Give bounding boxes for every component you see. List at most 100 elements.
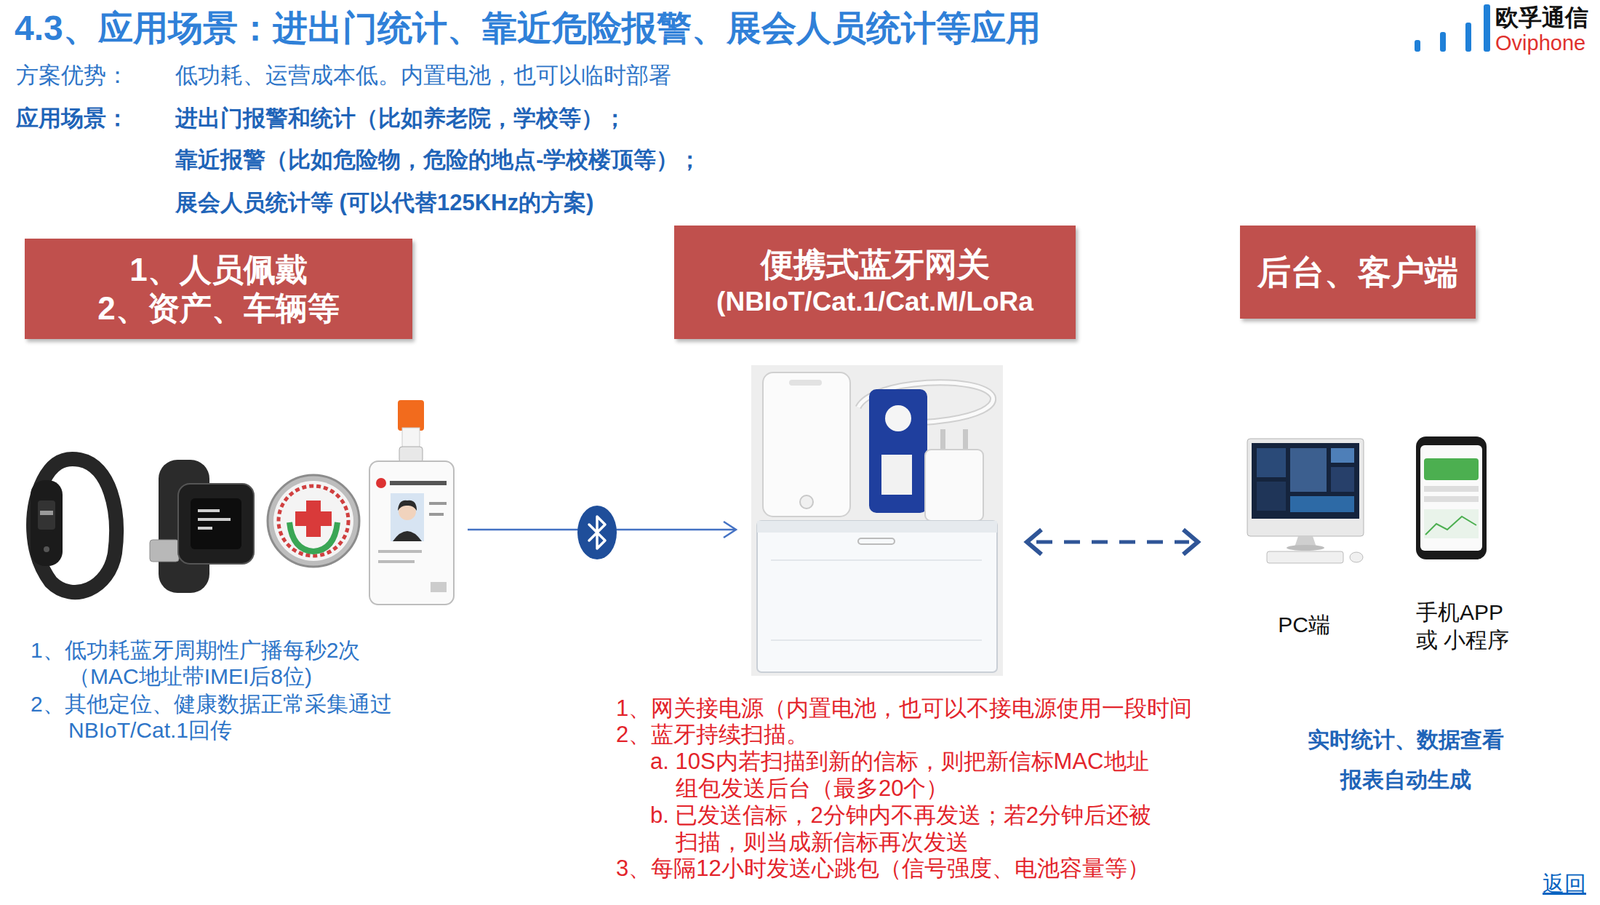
pc-monitor bbox=[1247, 438, 1364, 563]
gateway-note: a. 10S内若扫描到新的信标，则把新信标MAC地址 组包发送后台（最多20个） bbox=[650, 748, 1214, 802]
pc-monitor-part bbox=[1290, 448, 1327, 492]
dashed-double-arrow-part bbox=[1183, 529, 1198, 555]
id-card-part bbox=[397, 400, 424, 431]
gateway-photo-part bbox=[925, 449, 984, 521]
gateway-header-box: 便携式蓝牙网关(NBIoT/Cat.1/Cat.M/LoRa bbox=[674, 225, 1076, 339]
pc-monitor-part bbox=[1286, 544, 1325, 551]
id-card-part bbox=[378, 549, 422, 553]
device-note: 1、低功耗蓝牙周期性广播每秒2次 （MAC地址带IMEI后8位) bbox=[30, 637, 447, 690]
pc-monitor-part bbox=[1349, 552, 1363, 563]
gateway-photo-part bbox=[770, 639, 982, 641]
id-card-part bbox=[430, 581, 447, 592]
mobile-phone-part bbox=[1425, 516, 1477, 535]
logo-bars-part bbox=[1483, 4, 1491, 52]
gateway-photo-part bbox=[962, 429, 968, 451]
smart-watch-part bbox=[178, 483, 254, 564]
gateway-photo bbox=[751, 365, 1003, 676]
pc-monitor-part bbox=[1251, 442, 1360, 519]
id-card-part bbox=[397, 500, 417, 511]
gateway-note: 2、蓝牙持续扫描。 bbox=[616, 721, 809, 749]
gateway-note: 1、网关接电源（内置电池，也可以不接电源使用一段时间 bbox=[616, 695, 1192, 723]
bluetooth-icon-part bbox=[577, 505, 617, 560]
gateway-photo-part bbox=[751, 365, 1003, 676]
pc-monitor-part bbox=[1290, 496, 1355, 512]
section-text: 进出门报警和统计（比如养老院，学校等）； bbox=[175, 104, 627, 134]
feature-text: 报表自动生成 bbox=[1274, 765, 1537, 794]
fitness-band-part bbox=[33, 458, 117, 592]
smart-watch-part bbox=[197, 526, 213, 530]
id-card-part bbox=[378, 560, 415, 563]
dashed-double-arrow bbox=[1026, 529, 1198, 555]
gateway-photo-part bbox=[757, 520, 998, 533]
gateway-note: 3、每隔12小时发送心跳包（信号强度、电池容量等） bbox=[616, 855, 1150, 883]
bluetooth-icon bbox=[577, 505, 617, 560]
gateway-photo-part bbox=[757, 520, 998, 672]
bluetooth-icon-part bbox=[589, 516, 606, 549]
logo-bars-part bbox=[1414, 40, 1421, 52]
pc-monitor-part bbox=[1330, 448, 1355, 463]
gateway-photo-part bbox=[869, 389, 928, 513]
pc-monitor-part bbox=[1266, 551, 1344, 563]
pc-monitor-part bbox=[1247, 438, 1364, 536]
gateway-photo-part bbox=[885, 405, 912, 432]
gateway-photo-part bbox=[858, 538, 895, 544]
section-label: 方案优势： bbox=[16, 61, 129, 91]
gateway-photo-part bbox=[762, 372, 851, 517]
gateway-photo-part bbox=[881, 454, 912, 495]
mobile-phone-part bbox=[1424, 496, 1479, 502]
mobile-phone-part bbox=[1424, 509, 1479, 539]
logo-text: 欧孚通信 bbox=[1495, 2, 1589, 32]
health-badge-part bbox=[273, 480, 354, 561]
logo-bars-part bbox=[1440, 32, 1446, 52]
smart-watch-part bbox=[190, 498, 242, 550]
id-card-part bbox=[389, 480, 447, 486]
gateway-photo-part bbox=[800, 495, 814, 509]
mobile-phone-part bbox=[1424, 458, 1479, 480]
pc-monitor-part bbox=[1256, 481, 1286, 511]
logo-bars-part bbox=[1465, 22, 1472, 52]
dashed-double-arrow-part bbox=[1036, 540, 1190, 544]
client-caption: 手机APP 或 小程序 bbox=[1416, 598, 1520, 654]
dashed-double-arrow-part bbox=[1026, 529, 1042, 555]
logo-text: Oviphone bbox=[1495, 29, 1586, 56]
id-card-part bbox=[369, 461, 454, 605]
id-card-part bbox=[429, 512, 444, 516]
gateway-note: b. 已发送信标，2分钟内不再发送；若2分钟后还被 扫描，则当成新信标再次发送 bbox=[650, 802, 1214, 856]
health-badge-part bbox=[289, 522, 338, 552]
gateway-photo-part bbox=[940, 429, 946, 451]
health-badge-part bbox=[267, 474, 360, 567]
box-heading: 便携式蓝牙网关 bbox=[760, 245, 990, 285]
mobile-phone-part bbox=[1416, 436, 1487, 560]
gateway-photo-part bbox=[789, 379, 822, 386]
box-subtitle: (NBIoT/Cat.1/Cat.M/LoRa bbox=[716, 284, 1034, 320]
client-header-box: 后台、客户端 bbox=[1240, 225, 1476, 319]
slide-title: 4.3、应用场景：进出门统计、靠近危险报警、展会人员统计等应用 bbox=[14, 8, 1041, 49]
section-text: 靠近报警（比如危险物，危险的地点-学校楼顶等）； bbox=[175, 145, 702, 175]
device-header-box: 1、人员佩戴 2、资产、车辆等 bbox=[24, 238, 413, 339]
health-badge bbox=[267, 474, 360, 567]
box-heading: 后台、客户端 bbox=[1257, 251, 1459, 293]
mobile-phone-part bbox=[1420, 445, 1483, 551]
health-badge-part bbox=[278, 485, 349, 556]
pc-monitor-part bbox=[1330, 466, 1355, 492]
id-card-part bbox=[429, 501, 447, 505]
feature-text: 实时统计、数据查看 bbox=[1274, 725, 1537, 754]
smart-watch-part bbox=[197, 509, 220, 512]
device-note: 2、其他定位、健康数据正常采集通过 NBIoT/Cat.1回传 bbox=[30, 690, 447, 744]
pc-monitor-part bbox=[1256, 448, 1286, 478]
logo-bars bbox=[1414, 4, 1491, 52]
smart-watch-part bbox=[197, 517, 231, 521]
smart-watch bbox=[149, 459, 254, 593]
gateway-photo-part bbox=[770, 559, 982, 561]
id-card-part bbox=[392, 530, 422, 542]
fitness-band-part bbox=[30, 480, 63, 566]
data-arrow-part bbox=[723, 521, 736, 538]
box-heading: 1、人员佩戴 2、资产、车辆等 bbox=[34, 250, 403, 328]
mobile-phone bbox=[1416, 436, 1487, 560]
id-card-part bbox=[390, 493, 424, 542]
id-card-part bbox=[399, 446, 423, 463]
section-text: 展会人员统计等 (可以代替125KHz的方案) bbox=[175, 188, 594, 218]
fitness-band-part bbox=[37, 500, 56, 530]
back-link: 返回 bbox=[1542, 869, 1587, 898]
